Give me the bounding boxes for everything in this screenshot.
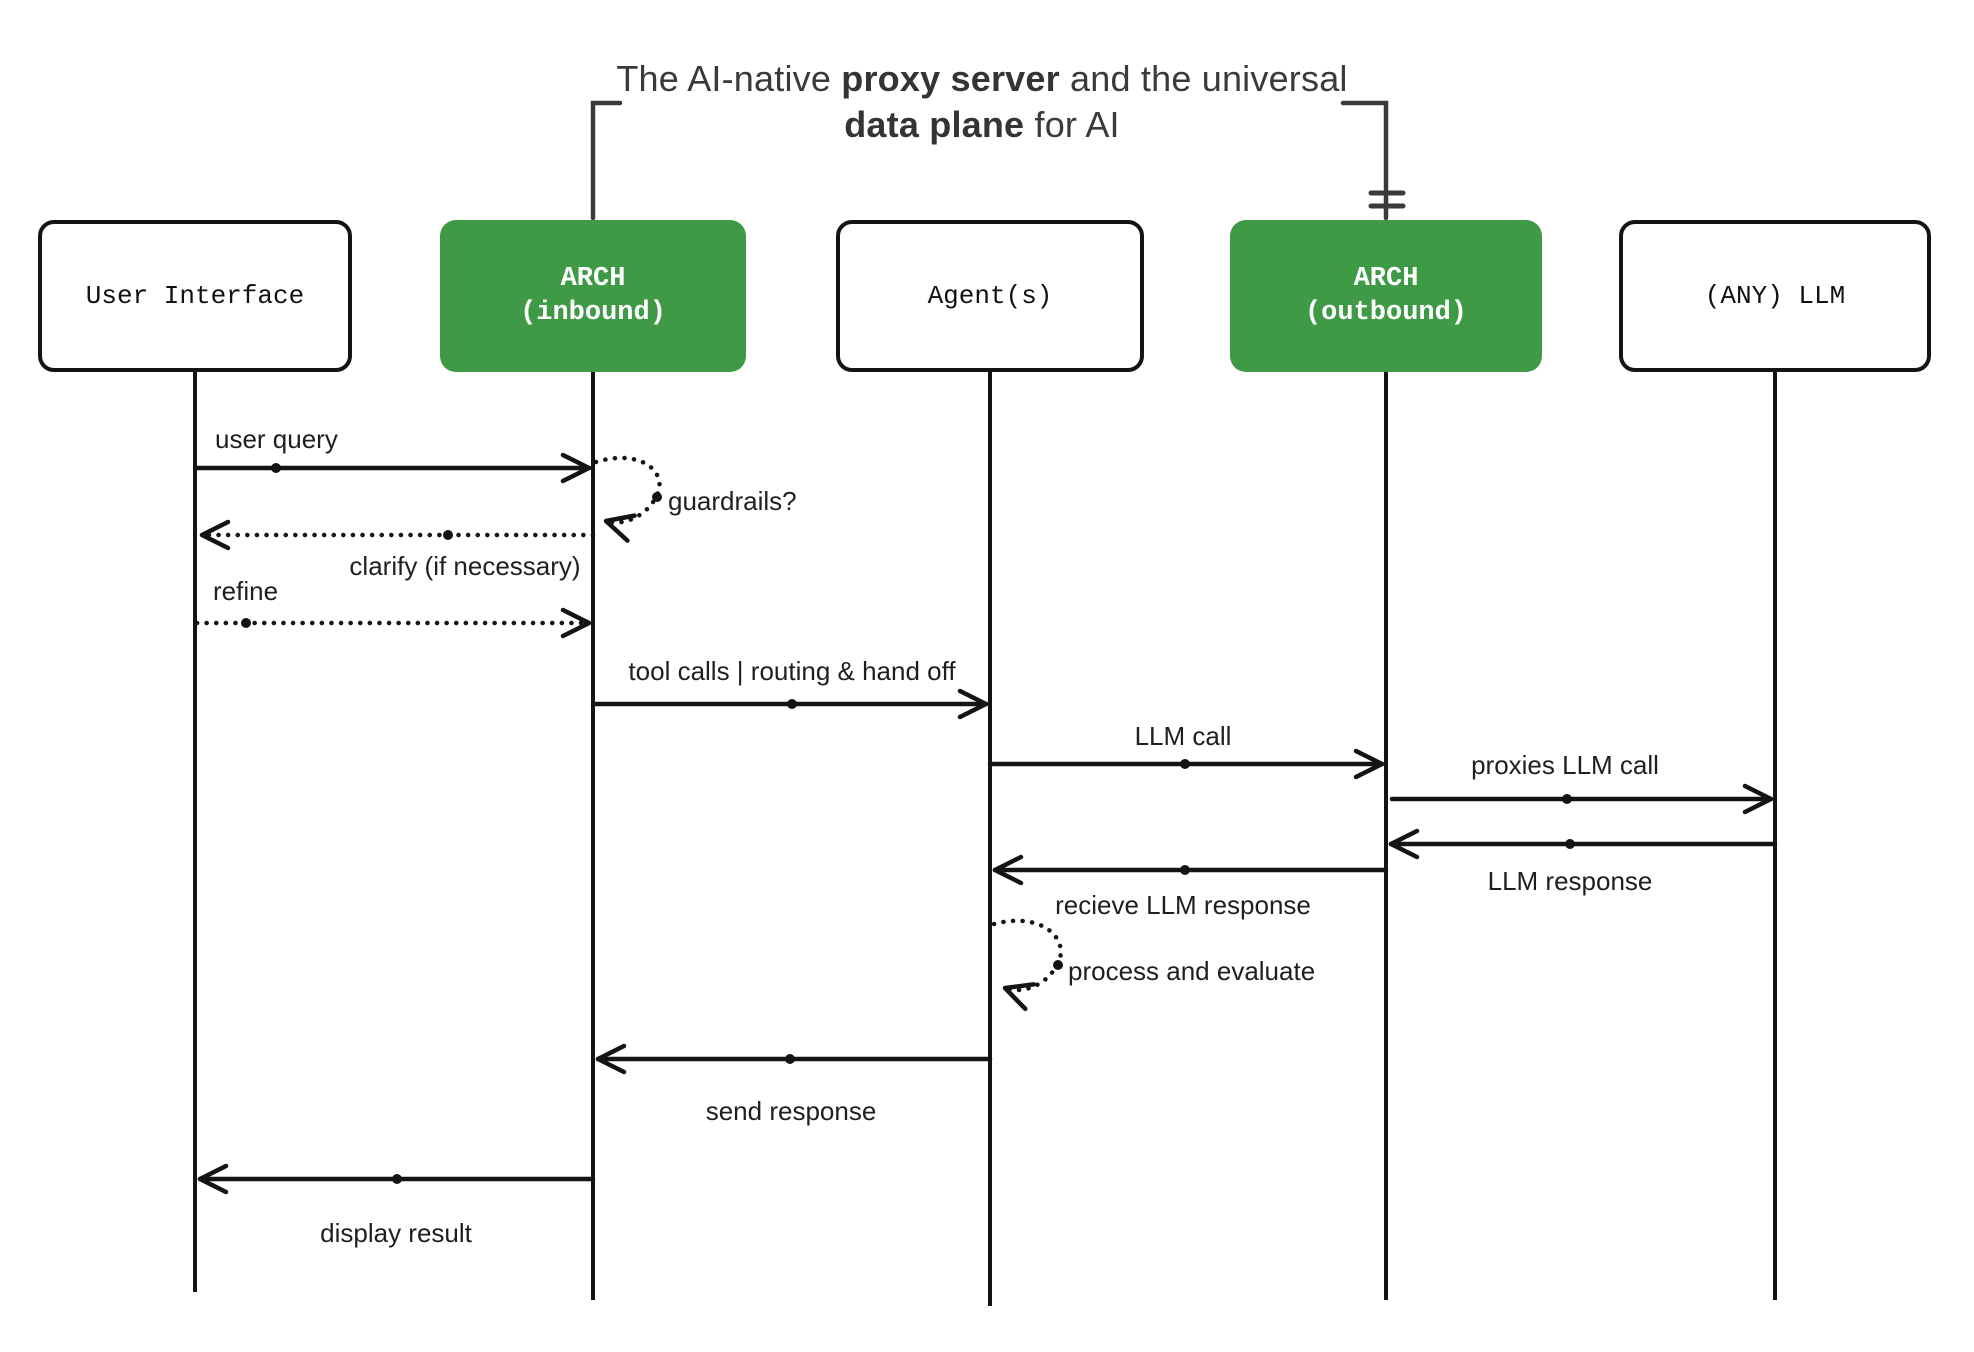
participant-arch-inbound: ARCH (inbound) <box>440 220 746 372</box>
arrow-midpoint-dots <box>241 463 1575 1184</box>
participant-label: User Interface <box>85 281 305 311</box>
participant-label: Agent(s) <box>927 281 1053 311</box>
title-text-bold: data plane <box>844 104 1025 145</box>
diagram-title: The AI-native proxy server and the unive… <box>600 56 1364 148</box>
title-text: and the universal <box>1059 58 1348 99</box>
label-llm-response: LLM response <box>1487 866 1653 896</box>
diagram-title-line1: The AI-native proxy server and the unive… <box>600 56 1364 102</box>
label-send-response: send response <box>705 1096 877 1126</box>
title-bracket-left <box>590 100 623 221</box>
label-proxies-llm-call: proxies LLM call <box>1471 750 1659 780</box>
label-process-and-evaluate: process and evaluate <box>1068 956 1316 986</box>
participant-sublabel: (outbound) <box>1304 298 1468 328</box>
title-text: The AI-native <box>616 58 842 99</box>
participant-label: ARCH <box>1353 264 1419 294</box>
participant-agents: Agent(s) <box>836 220 1144 372</box>
break-marks-icon <box>1368 190 1406 209</box>
label-tool-calls: tool calls | routing & hand off <box>628 656 956 686</box>
title-text: for AI <box>1024 104 1120 145</box>
label-recieve-llm-response: recieve LLM response <box>1055 890 1311 920</box>
title-bracket-right <box>1340 100 1389 221</box>
label-user-query: user query <box>215 424 338 454</box>
participant-sublabel: (inbound) <box>520 298 666 328</box>
participant-any-llm: (ANY) LLM <box>1619 220 1931 372</box>
participant-user-interface: User Interface <box>38 220 352 372</box>
diagram-title-line2: data plane for AI <box>600 102 1364 148</box>
participant-label: (ANY) LLM <box>1704 281 1846 311</box>
title-text-bold: proxy server <box>841 58 1060 99</box>
label-llm-call: LLM call <box>1134 721 1232 751</box>
participant-label: ARCH <box>560 264 626 294</box>
self-loop-process-evaluate <box>991 918 1064 1012</box>
label-clarify: clarify (if necessary) <box>349 551 581 581</box>
self-loop-guardrails <box>593 455 662 543</box>
label-refine: refine <box>213 576 279 606</box>
label-guardrails: guardrails? <box>668 486 797 516</box>
label-display-result: display result <box>320 1218 472 1248</box>
participant-arch-outbound: ARCH (outbound) <box>1230 220 1542 372</box>
